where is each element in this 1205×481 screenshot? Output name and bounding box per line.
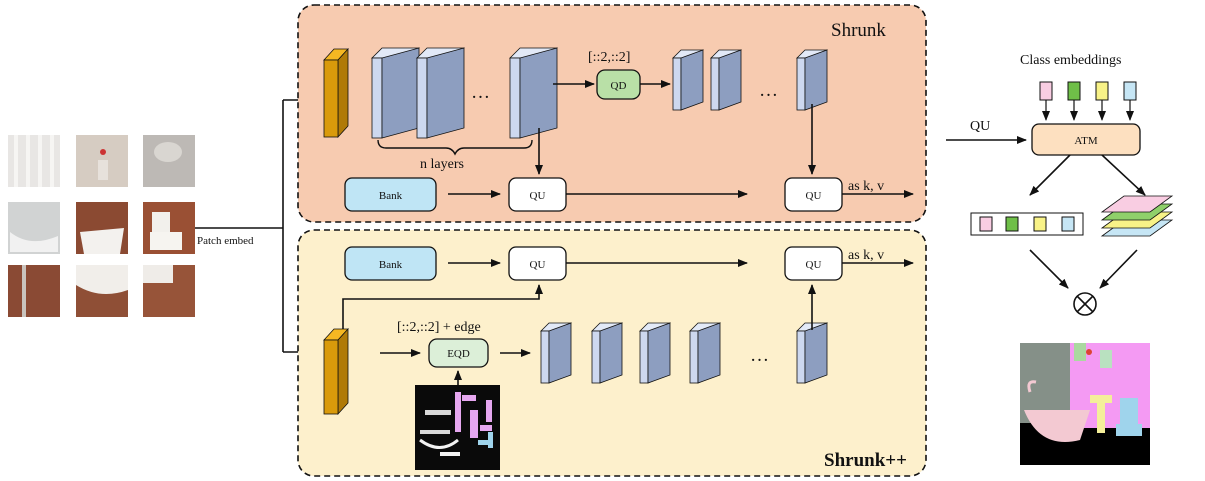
- patch-embed-label: Patch embed: [197, 235, 254, 247]
- ellipsis-top-1: …: [471, 82, 490, 103]
- bank-label-bottom: Bank: [379, 259, 403, 271]
- small-layer: [540, 322, 572, 384]
- class-embedding-tokens: [1039, 81, 1137, 121]
- decoder-layers-bottom: [540, 322, 828, 384]
- qu-input-label: QU: [970, 119, 990, 134]
- image-tile-7: [8, 265, 60, 317]
- as-kv-label-top: as k, v: [848, 179, 884, 194]
- class-token: [1095, 81, 1109, 101]
- encoder-layer: [416, 47, 465, 139]
- edge-map-image: [415, 385, 500, 470]
- n-layers-brace: [377, 139, 533, 156]
- ellipsis-bottom: …: [750, 345, 769, 366]
- encoder-layer: [371, 47, 420, 139]
- class-token: [1067, 81, 1081, 101]
- bank-block-top: [344, 177, 437, 212]
- small-layer: [639, 322, 671, 384]
- segmentation-output-image: [1020, 343, 1150, 465]
- qd-stride-label: [::2,::2]: [588, 50, 630, 65]
- ellipsis-top-2: …: [759, 80, 778, 101]
- small-layer: [796, 49, 828, 111]
- outer-product-icon: [1073, 292, 1097, 316]
- encoder-layer: [509, 47, 558, 139]
- qu-label-bottom-1: QU: [530, 259, 546, 271]
- decoder-layers-top: [672, 49, 828, 111]
- bank-block-bottom: [344, 246, 437, 281]
- atm-block-label: ATM: [1074, 135, 1097, 147]
- eqd-stride-label: [::2,::2] + edge: [397, 320, 481, 335]
- class-token-row: [970, 212, 1084, 236]
- atm-block: [1031, 123, 1141, 156]
- stacked-mask-layers: [1100, 195, 1174, 237]
- bank-label-top: Bank: [379, 190, 403, 202]
- small-layer: [796, 322, 828, 384]
- small-layer: [591, 322, 623, 384]
- embed-block-bottom: [323, 327, 349, 416]
- n-layers-label: n layers: [420, 157, 464, 172]
- qd-block-label: QD: [611, 80, 627, 92]
- encoder-layers-top: [371, 47, 558, 139]
- input-image-tiles: [8, 135, 195, 317]
- small-layer: [689, 322, 721, 384]
- small-layer: [672, 49, 704, 111]
- class-token: [1123, 81, 1137, 101]
- eqd-block: [428, 338, 489, 368]
- eqd-block-label: EQD: [447, 348, 470, 360]
- shrunk-title: Shrunk: [831, 20, 886, 41]
- class-token: [1039, 81, 1053, 101]
- embed-block-top: [323, 47, 349, 139]
- shrunk-plus-title: Shrunk++: [824, 450, 907, 471]
- qu-label-top-1: QU: [530, 190, 546, 202]
- as-kv-label-bottom: as k, v: [848, 248, 884, 263]
- qu-label-top-2: QU: [806, 190, 822, 202]
- qu-label-bottom-2: QU: [806, 259, 822, 271]
- class-embeddings-label: Class embeddings: [1020, 53, 1122, 68]
- small-layer: [710, 49, 742, 111]
